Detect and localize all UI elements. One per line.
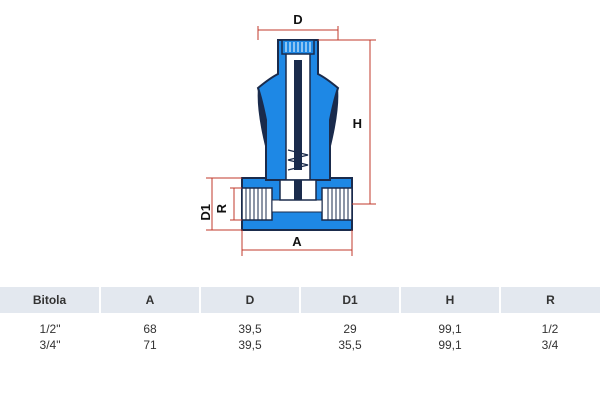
dim-label-h: H	[353, 116, 362, 131]
cell-d1: 29	[343, 322, 357, 336]
header-h: H	[399, 287, 500, 313]
header-r: R	[499, 287, 600, 313]
table-header-row: Bitola A D D1 H R	[0, 287, 600, 313]
cell-r: 1/2	[541, 322, 559, 336]
dimensions-table: Bitola A D D1 H R 1/2" 68 39,5 29 99,1 1…	[0, 287, 600, 353]
dim-label-a: A	[292, 234, 302, 249]
dimension-lines	[206, 26, 376, 256]
cell-h: 99,1	[438, 338, 462, 352]
header-bitola: Bitola	[0, 287, 100, 313]
valve-bonnet	[256, 39, 340, 201]
cell-h: 99,1	[438, 322, 462, 336]
cell-a: 68	[143, 322, 157, 336]
header-a: A	[99, 287, 200, 313]
dim-label-r: R	[214, 203, 229, 213]
header-d1: D1	[299, 287, 400, 313]
dim-label-d: D	[293, 12, 302, 27]
cell-bitola: 1/2"	[39, 322, 61, 336]
valve-cross-section-diagram: D H D1 R A	[198, 12, 376, 256]
table-row: 3/4" 71 39,5 35,5 99,1 3/4	[0, 337, 600, 353]
table-row: 1/2" 68 39,5 29 99,1 1/2	[0, 313, 600, 337]
cell-r: 3/4	[541, 338, 559, 352]
cell-bitola: 3/4"	[39, 338, 61, 352]
cell-d1: 35,5	[338, 338, 362, 352]
header-d: D	[199, 287, 300, 313]
cell-a: 71	[143, 338, 157, 352]
cell-d: 39,5	[238, 338, 262, 352]
dim-label-d1: D1	[198, 204, 213, 221]
cell-d: 39,5	[238, 322, 262, 336]
